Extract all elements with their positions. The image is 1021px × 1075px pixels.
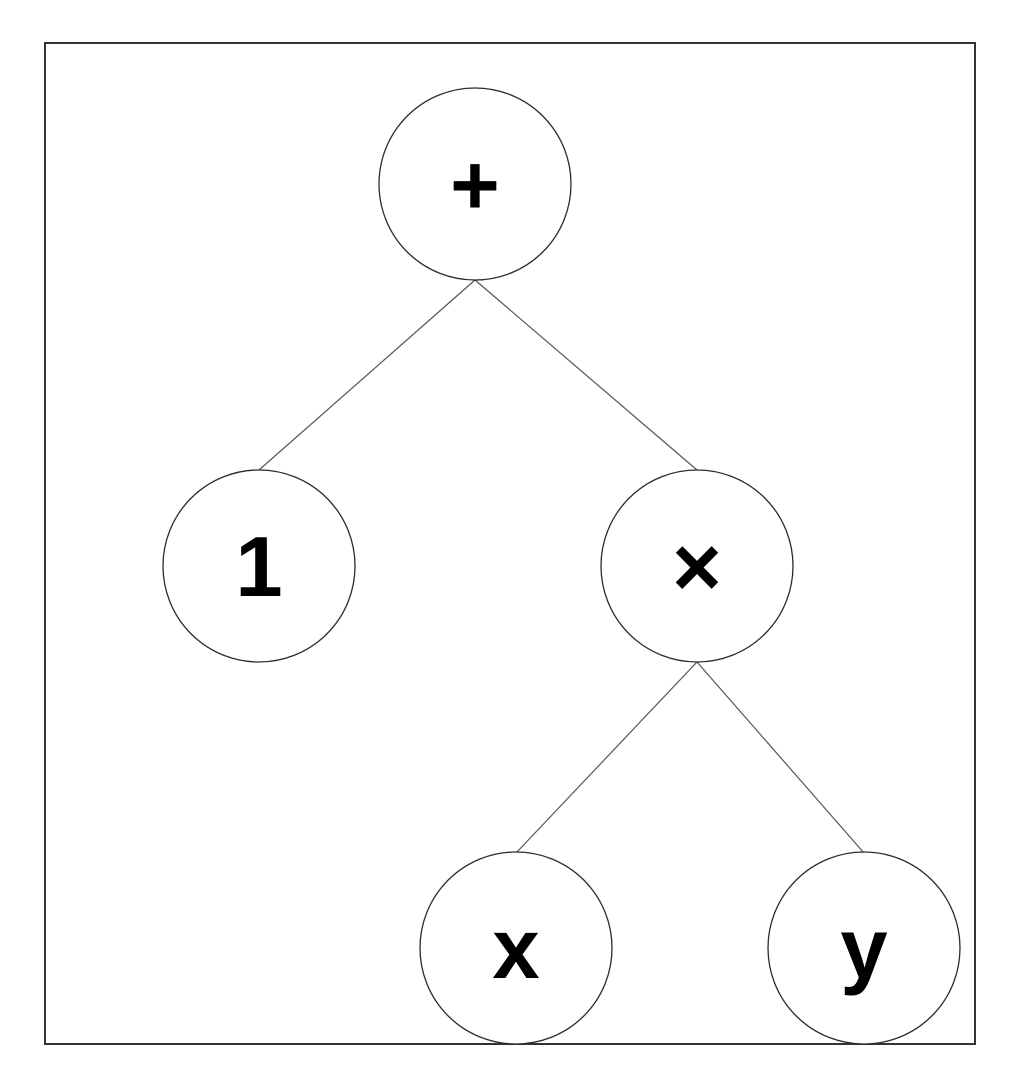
node-x-label: x: [492, 902, 539, 997]
node-one-circle: [162, 469, 356, 663]
node-x-circle: [419, 851, 613, 1045]
edge-times-to-x: [515, 661, 698, 854]
edge-plus-to-times: [474, 279, 698, 471]
node-times-label: ×: [672, 520, 722, 615]
node-y-circle: [767, 851, 961, 1045]
edge-times-to-y: [696, 661, 865, 854]
node-plus-label: +: [450, 138, 500, 233]
node-times-circle: [600, 469, 794, 663]
edge-plus-to-one: [258, 279, 476, 471]
node-plus-circle: [378, 87, 572, 281]
node-y-label: y: [840, 902, 887, 997]
node-one-label: 1: [235, 520, 282, 615]
